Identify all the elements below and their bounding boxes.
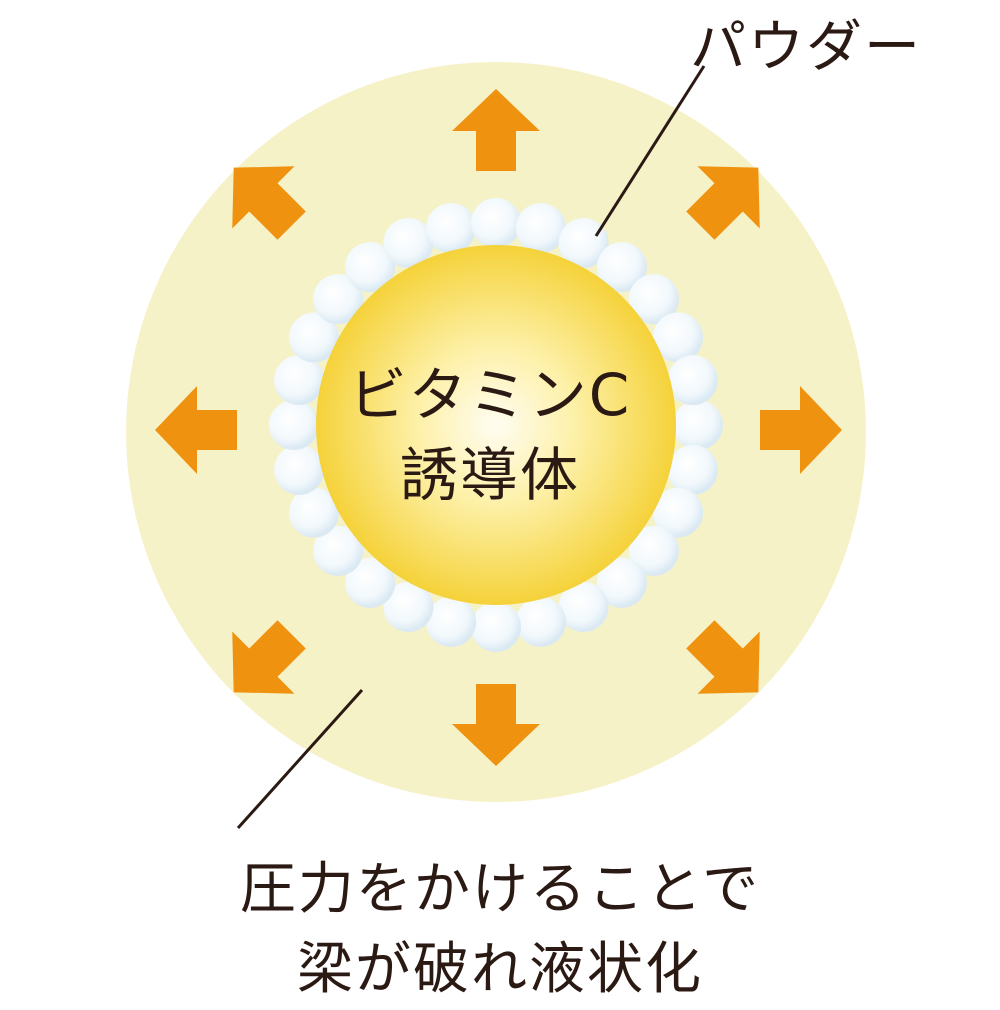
arrow-up-right-icon <box>686 166 760 240</box>
powder-bead-icon <box>274 444 325 495</box>
powder-bead-icon <box>628 525 679 576</box>
powder-bead-icon <box>313 274 364 325</box>
powder-bead-icon <box>596 242 647 293</box>
powder-bead-icon <box>313 525 364 576</box>
powder-bead-icon <box>289 487 339 538</box>
arrow-up-left-icon <box>232 166 306 240</box>
powder-bead-icon <box>667 444 718 495</box>
powder-label: パウダー <box>690 15 922 80</box>
arrow-right-icon <box>760 386 842 474</box>
vitamin-c-core <box>316 245 676 605</box>
vitamin-c-label-line2: 誘導体 <box>399 441 580 509</box>
powder-bead-icon <box>673 400 723 450</box>
powder-bead-icon <box>653 487 703 538</box>
powder-bead-icon <box>269 400 319 450</box>
arrow-down-right-icon <box>686 620 760 694</box>
powder-bead-icon <box>558 218 609 268</box>
powder-bead-icon <box>558 582 609 632</box>
powder-bead-icon <box>426 596 477 647</box>
arrow-down-icon <box>452 684 540 766</box>
powder-bead-icon <box>345 557 396 608</box>
powder-bead-icon <box>667 355 718 406</box>
powder-bead-icon <box>515 596 566 647</box>
powder-ring <box>269 198 723 652</box>
powder-bead-icon <box>383 582 434 632</box>
powder-bead-icon <box>345 242 396 293</box>
powder-bead-icon <box>596 557 647 608</box>
powder-bead-icon <box>274 355 325 406</box>
powder-bead-icon <box>471 602 521 652</box>
powder-bead-icon <box>653 312 703 363</box>
pressure-caption: 圧力をかけることで 梁が破れ液状化 <box>40 850 960 1010</box>
powder-bead-icon <box>628 274 679 325</box>
powder-bead-icon <box>515 203 566 254</box>
powder-bead-icon <box>471 198 521 248</box>
arrow-up-icon <box>452 89 540 171</box>
vitamin-c-label-line1: ビタミンC <box>348 361 632 429</box>
powder-bead-icon <box>289 312 339 363</box>
powder-bead-icon <box>383 218 434 268</box>
pressure-caption-line1: 圧力をかけることで <box>239 857 761 922</box>
powder-leader-line <box>594 65 706 237</box>
caption-leader-line <box>236 688 364 830</box>
arrow-down-left-icon <box>232 620 306 694</box>
vitamin-c-label: ビタミンC 誘導体 <box>300 355 680 515</box>
powder-bead-icon <box>426 203 477 254</box>
expansion-arrows <box>155 89 842 766</box>
pressure-caption-line2: 梁が破れ液状化 <box>297 937 703 1002</box>
arrow-left-icon <box>155 386 237 474</box>
